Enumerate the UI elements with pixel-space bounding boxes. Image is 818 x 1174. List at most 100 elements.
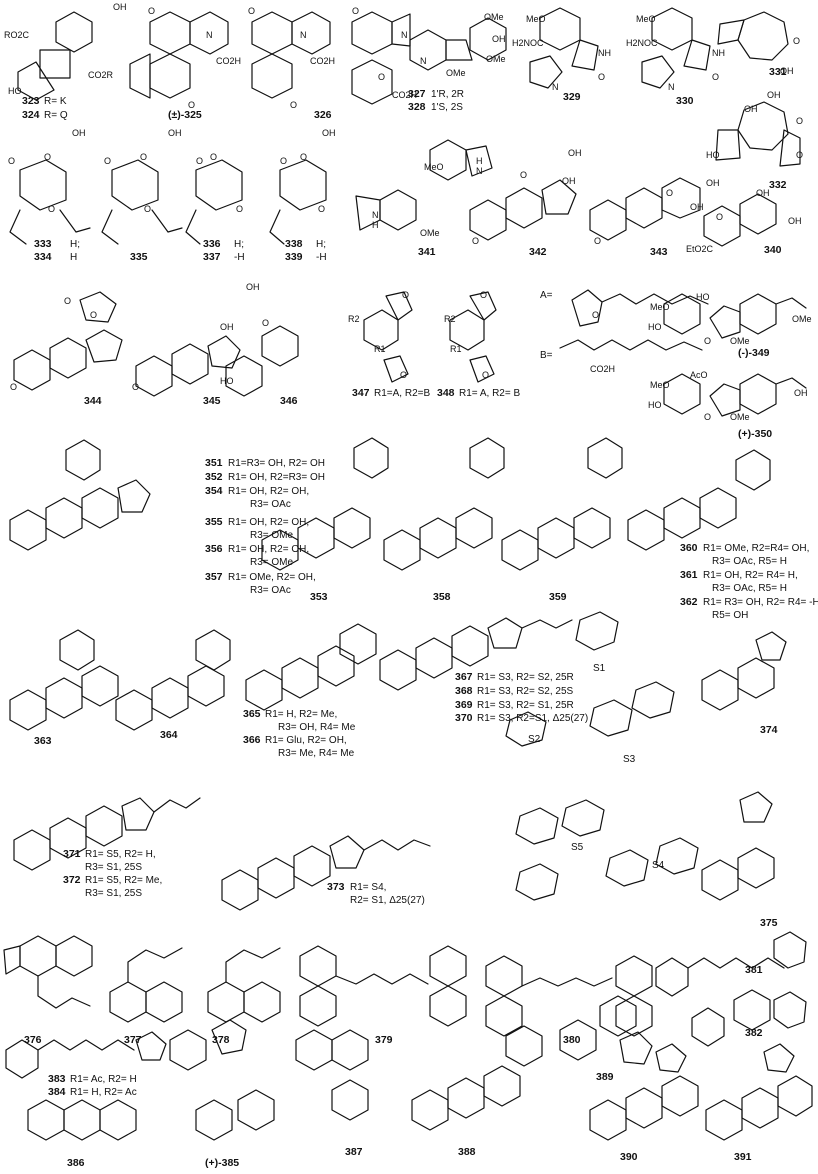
atom-label: O <box>48 204 55 214</box>
compound-label-328: 328 <box>408 101 426 113</box>
annotation-a370: R1= S3, R2=S1, Δ25(27) <box>477 713 588 724</box>
compound-label-337: 337 <box>203 251 221 263</box>
atom-label: N <box>476 166 483 176</box>
atom-label: O <box>280 156 287 166</box>
atom-label: O <box>592 310 599 320</box>
compound-label-376: 376 <box>24 1034 42 1046</box>
annotation-a324: R= Q <box>44 110 68 121</box>
compound-label-355: 355 <box>205 516 223 528</box>
sugar-S2 <box>505 711 547 747</box>
atom-label: O <box>598 72 605 82</box>
atom-label: O <box>520 170 527 180</box>
atom-label: HO <box>648 322 662 332</box>
atom-label: HO <box>648 400 662 410</box>
structure-340 <box>703 193 777 247</box>
atom-label: OMe <box>792 314 812 324</box>
atom-label: MeO <box>424 162 444 172</box>
atom-label: HO <box>696 292 710 302</box>
annotation-a366b: R3= Me, R4= Me <box>278 748 355 759</box>
structure-326-a <box>251 11 331 99</box>
annotation-a373b: R2= S1, Δ25(27) <box>350 895 425 906</box>
atom-label: RO2C <box>4 30 30 40</box>
structure-353 <box>261 437 389 571</box>
atom-label: O <box>8 156 15 166</box>
structure-333 <box>9 159 91 245</box>
atom-label: CO2H <box>392 90 417 100</box>
atom-label: MeO <box>526 14 546 24</box>
sugar-S5 <box>515 799 605 901</box>
annotation-a357b: R3= OAc <box>250 585 291 596</box>
annotation-a354b: R3= OAc <box>250 499 291 510</box>
atom-label: CO2H <box>590 364 615 374</box>
compound-label-389: 389 <box>596 1071 614 1083</box>
structure-side-chain-A <box>571 289 709 327</box>
atom-label: O <box>400 370 407 380</box>
structure-374 <box>701 631 787 711</box>
annotation-a367: R1= S3, R2= S2, 25R <box>477 672 574 683</box>
structure-388 <box>411 1025 543 1131</box>
atom-label: O <box>144 204 151 214</box>
compound-label-331: 331 <box>769 66 787 78</box>
annotation-a361b: R3= OAc, R5= H <box>712 583 787 594</box>
structure-359 <box>501 437 623 571</box>
atom-label: O <box>482 370 489 380</box>
structure-345 <box>135 335 241 397</box>
atom-label: OMe <box>484 12 504 22</box>
compound-label-358: 358 <box>433 591 451 603</box>
annotation-a354a: R1= OH, R2= OH, <box>228 486 309 497</box>
compound-label-345: 345 <box>203 395 221 407</box>
atom-label: O <box>796 150 803 160</box>
atom-label: O <box>318 204 325 214</box>
atom-label: OMe <box>420 228 440 238</box>
atom-label: AcO <box>690 370 708 380</box>
atom-label: R1 <box>450 344 462 354</box>
structure-side-chain-B <box>559 339 703 351</box>
structure-380 <box>485 955 653 1037</box>
structure-331 <box>717 11 789 61</box>
atom-label: OH <box>568 148 582 158</box>
atom-label: CO2H <box>216 56 241 66</box>
annotation-a372a: R1= S5, R2= Me, <box>85 875 162 886</box>
atom-label: HO <box>706 150 720 160</box>
atom-label: O <box>716 212 723 222</box>
annotation-a365b: R3= OH, R4= Me <box>278 722 356 733</box>
structure-376 <box>3 935 93 1009</box>
atom-label: OH <box>794 388 808 398</box>
compound-label-350: (+)-350 <box>738 428 772 440</box>
structure-377 <box>109 947 183 1023</box>
atom-label: OH <box>246 282 260 292</box>
atom-label: CO2H <box>310 56 335 66</box>
annotation-s4: S4 <box>652 860 665 871</box>
atom-label: MeO <box>650 380 670 390</box>
annotation-a366a: R1= Glu, R2= OH, <box>265 735 347 746</box>
atom-label: MeO <box>650 302 670 312</box>
atom-label: O <box>712 72 719 82</box>
structure-329 <box>529 7 599 89</box>
atom-label: O <box>402 290 409 300</box>
atom-label: OH <box>322 128 336 138</box>
atom-label: HO <box>8 86 22 96</box>
atom-label: OH <box>492 34 506 44</box>
compound-label-381: 381 <box>745 964 763 976</box>
compound-label-382: 382 <box>745 1027 763 1039</box>
compound-label-384: 384 <box>48 1086 66 1098</box>
structure-336 <box>185 159 243 245</box>
structure-381 <box>655 931 807 997</box>
atom-label: O <box>300 152 307 162</box>
structure-387 <box>295 1029 369 1121</box>
annotation-a352: R1= OH, R2=R3= OH <box>228 472 325 483</box>
atom-label: O <box>140 152 147 162</box>
atom-label: OH <box>72 128 86 138</box>
annotation-a361a: R1= OH, R2= R4= H, <box>703 570 798 581</box>
compound-label-349: (-)-349 <box>738 347 770 359</box>
compound-label-369: 369 <box>455 699 473 711</box>
annotation-a371b: R3= S1, 25S <box>85 862 142 873</box>
atom-label: OH <box>767 90 781 100</box>
atom-label: OH <box>220 322 234 332</box>
compound-label-330: 330 <box>676 95 694 107</box>
annotation-a365a: R1= H, R2= Me, <box>265 709 337 720</box>
structure-373 <box>221 835 431 911</box>
atom-label: N <box>552 82 559 92</box>
